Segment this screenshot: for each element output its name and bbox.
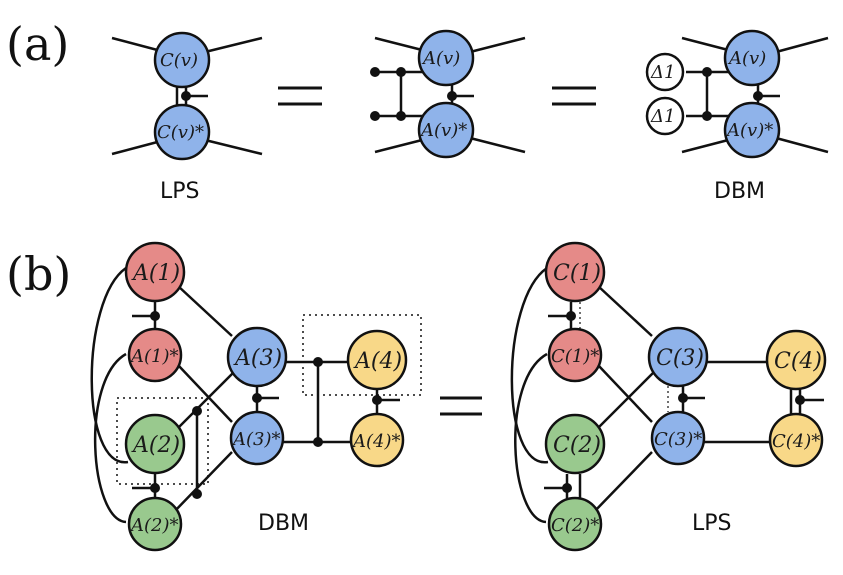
dbm-node-a3-star <box>229 410 285 466</box>
dbm-node-a2-label: A(2) <box>131 433 180 458</box>
panel-b-label: (b) <box>6 247 71 301</box>
panel-a-right-caption: DBM <box>714 179 765 204</box>
lps-node-c4-label: C(4) <box>774 349 822 374</box>
delta-node-top-label: Δ1 <box>650 62 675 83</box>
lps-node-c3 <box>647 326 709 388</box>
dbm-node-a1-star <box>127 327 183 383</box>
lps-node-c3-star-label: C(3)* <box>654 429 702 450</box>
dbm-node-a3-star-label: A(3)* <box>231 429 281 450</box>
dbm-node-a4-label: A(4) <box>353 349 402 374</box>
lps-node-c4 <box>765 329 827 391</box>
lps-node-c-top <box>153 31 211 89</box>
panel-b-left-caption: DBM <box>258 511 309 536</box>
delta-node-top <box>645 52 685 92</box>
dbm-node-a1 <box>124 241 186 303</box>
dbm-node-a-top <box>723 29 781 87</box>
mid-node-a-top-label: A(v) <box>421 48 460 69</box>
lps-node-c-top-label: C(v) <box>160 50 198 71</box>
dbm-node-a4-star <box>349 412 405 468</box>
panel-a-lps-diagram: C(v) C(v)* <box>111 31 263 161</box>
panel-a-label: (a) <box>6 17 69 71</box>
panel-b-lps-diagram: C(1) C(1)* C(2) C(2)* C(3) C(3)* C(4) C(… <box>510 241 827 552</box>
lps-node-c4-star <box>768 412 824 468</box>
delta-node-bottom-label: Δ1 <box>650 106 675 127</box>
lps-node-c1-star-label: C(1)* <box>551 346 599 367</box>
lps-node-c4-star-label: C(4)* <box>772 431 820 452</box>
panel-b-dbm-diagram: A(1) A(1)* A(2) A(2)* A(3) A(3)* A(4) A(… <box>90 241 422 552</box>
panel-a-dbm-diagram: Δ1 Δ1 A(v) A(v)* <box>645 29 829 159</box>
dbm-node-a4 <box>346 329 408 391</box>
lps-node-c-bottom-label: C(v)* <box>157 122 204 143</box>
mid-node-a-bottom-label: A(v)* <box>419 120 467 141</box>
dbm-node-a3-label: A(3) <box>233 346 282 371</box>
delta-node-bottom <box>645 96 685 136</box>
mid-node-a-top <box>417 29 475 87</box>
lps-node-c2 <box>544 413 606 475</box>
dbm-node-a2-star <box>127 496 183 552</box>
panel-a-middle-diagram: A(v) A(v)* <box>370 29 526 159</box>
dbm-node-a1-star-label: A(1)* <box>129 346 179 367</box>
mid-node-a-bottom <box>417 101 475 159</box>
panel-b-equals <box>440 396 482 416</box>
dbm-node-a4-star-label: A(4)* <box>351 431 401 452</box>
dbm-node-a-bottom <box>723 101 781 159</box>
dbm-node-a-bottom-label: A(v)* <box>725 120 773 141</box>
dbm-node-a2 <box>124 413 186 475</box>
panel-a-equals-2 <box>552 86 596 106</box>
lps-node-c-bottom <box>153 103 211 161</box>
dbm-node-a1-label: A(1) <box>131 261 180 286</box>
lps-node-c2-star-label: C(2)* <box>551 515 599 536</box>
dbm-node-a-top-label: A(v) <box>727 48 766 69</box>
dbm-node-a2-star-label: A(2)* <box>129 515 179 536</box>
panel-b-right-caption: LPS <box>692 511 732 536</box>
lps-node-c1 <box>544 241 606 303</box>
lps-node-c1-label: C(1) <box>553 261 601 286</box>
dbm-node-a3 <box>226 326 288 388</box>
lps-node-c1-star <box>547 327 603 383</box>
lps-node-c2-star <box>547 496 603 552</box>
panel-a-left-caption: LPS <box>160 179 200 204</box>
lps-node-c3-star <box>650 410 706 466</box>
panel-a-equals-1 <box>278 86 322 106</box>
lps-node-c2-label: C(2) <box>553 433 601 458</box>
lps-node-c3-label: C(3) <box>656 346 704 371</box>
